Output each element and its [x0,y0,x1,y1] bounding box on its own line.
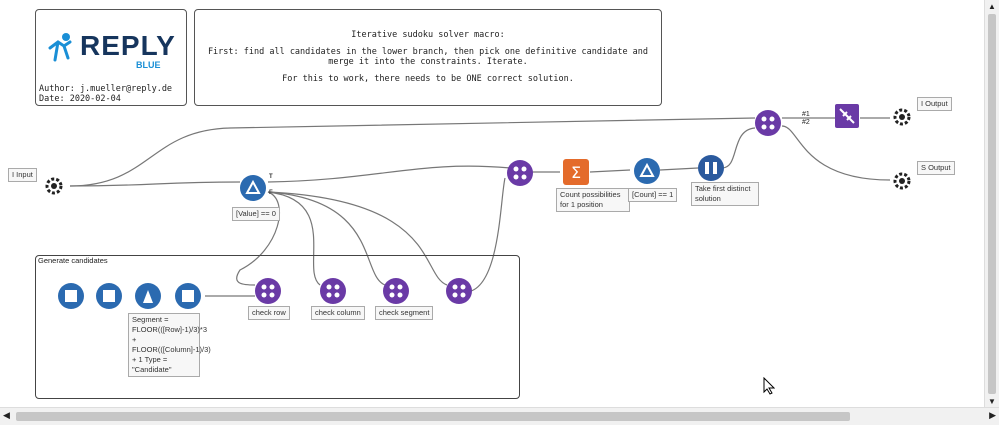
join-icon-segment[interactable] [383,278,409,304]
macro-input-icon[interactable] [43,175,65,197]
join-icon-right[interactable] [755,110,781,136]
i-input-label: I Input [8,168,37,182]
check-column-label: check column [311,306,365,320]
brand-sub: BLUE [136,60,161,70]
formula-icon[interactable] [135,283,161,309]
sample-icon[interactable] [835,104,859,128]
s-output-label: S Output [917,161,955,175]
i-output-label: I Output [917,97,952,111]
vertical-scrollbar[interactable]: ▲ ▼ [984,0,999,408]
cursor-icon [763,376,776,400]
date: Date: 2020-02-04 [39,94,121,104]
generate-rows-icon-2[interactable] [96,283,122,309]
description-panel: Iterative sudoku solver macro: First: fi… [194,9,662,106]
join-icon-row[interactable] [255,278,281,304]
description-line2: merge it into the constraints. Iterate. [328,57,528,67]
reply-logo: REPLY BLUE [46,30,176,70]
pin1: #1 [802,111,810,118]
check-row-label: check row [248,306,290,320]
join-icon-final[interactable] [446,278,472,304]
filter-icon-2[interactable] [634,158,660,184]
pin2: #2 [802,119,810,126]
runner-icon [48,33,72,62]
check-segment-label: check segment [375,306,434,320]
author: Author: j.mueller@reply.de [39,84,173,94]
scroll-right-icon[interactable]: ▶ [989,410,996,420]
unique-icon[interactable] [698,155,724,181]
join-icon-top[interactable] [507,160,533,186]
formula-label: Segment = FLOOR(([Row]-1)/3)*3 + FLOOR((… [128,313,211,377]
logo-panel: REPLY BLUE Author: j.mueller@reply.de Da… [35,9,187,106]
description-title: Iterative sudoku solver macro: [351,30,505,40]
filter1-label: [Value] == 0 [232,207,280,221]
svg-text:Σ: Σ [571,163,581,182]
description-line1: First: find all candidates in the lower … [207,47,649,57]
horizontal-scrollbar[interactable]: ◀ ▶ [0,407,999,425]
macro-output-icon-2[interactable] [891,170,913,192]
generate-rows-icon-3[interactable] [175,283,201,309]
description-line3: For this to work, there needs to be ONE … [282,74,574,84]
brand-name: REPLY [80,30,176,61]
filter2-label: [Count] == 1 [628,188,678,202]
container-title: Generate candidates [38,256,108,265]
macro-output-icon-1[interactable] [891,106,913,128]
filter-icon[interactable] [240,175,266,201]
generate-rows-icon-1[interactable] [58,283,84,309]
candidates-container[interactable]: Generate candidates [35,255,520,399]
summarize-icon[interactable]: Σ [563,159,589,185]
filter1-true: T [269,174,273,180]
scroll-up-icon[interactable]: ▲ [988,2,996,11]
scroll-down-icon[interactable]: ▼ [988,397,996,406]
horizontal-scroll-thumb[interactable] [16,412,850,421]
take-first-label: Take first distinct solution [691,182,759,206]
count-label: Count possibilities for 1 position [556,188,630,212]
join-icon-column[interactable] [320,278,346,304]
filter1-false: F [269,190,273,196]
vertical-scroll-thumb[interactable] [988,14,996,394]
scroll-left-icon[interactable]: ◀ [3,410,10,420]
